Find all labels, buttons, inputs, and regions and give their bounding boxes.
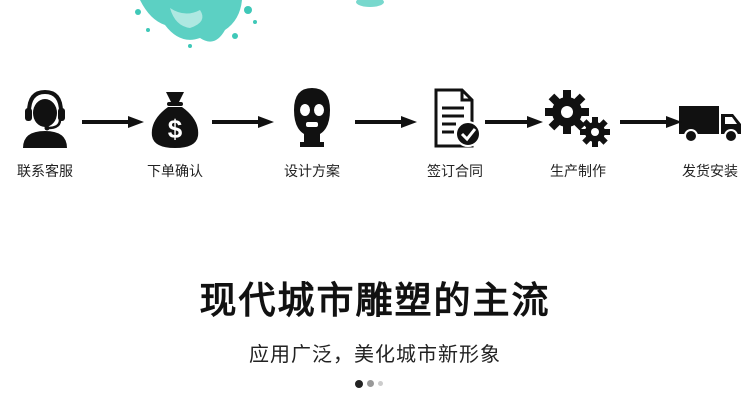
money-bag-icon: $: [151, 92, 199, 148]
carousel-dot-active[interactable]: [355, 380, 363, 388]
process-step-label: 设计方案: [284, 164, 340, 180]
gears-icon: [545, 90, 610, 147]
paint-splash-decoration: [356, 0, 384, 7]
process-step-label: 下单确认: [147, 164, 203, 180]
subheadline: 应用广泛，美化城市新形象: [249, 342, 501, 366]
process-step-label: 联系客服: [17, 164, 73, 180]
paint-splash-decoration: [135, 0, 257, 48]
contract-document-icon: [434, 88, 481, 148]
svg-text:$: $: [168, 114, 183, 144]
arrow-right-icon: [82, 116, 144, 128]
carousel-dot[interactable]: [367, 380, 374, 387]
carousel-dot[interactable]: [378, 381, 383, 386]
delivery-truck-icon: [679, 106, 741, 143]
process-step-order: $ 下单确认: [135, 86, 215, 196]
process-step-contact: 联系客服: [5, 86, 85, 196]
process-step-label: 生产制作: [550, 164, 606, 180]
process-step-label: 签订合同: [427, 164, 483, 180]
carousel-indicator: [355, 379, 395, 389]
process-step-contract: 签订合同: [415, 86, 495, 196]
customer-service-icon: [23, 89, 67, 148]
arrow-right-icon: [620, 116, 682, 128]
sculpture-head-icon: [294, 88, 330, 147]
arrow-right-icon: [212, 116, 274, 128]
process-step-design: 设计方案: [272, 86, 352, 196]
process-step-production: 生产制作: [538, 86, 618, 196]
headline: 现代城市雕塑的主流: [199, 279, 551, 322]
arrow-right-icon: [485, 116, 543, 128]
process-step-label: 发货安装: [682, 164, 738, 180]
process-step-delivery: 发货安装: [670, 86, 750, 196]
arrow-right-icon: [355, 116, 417, 128]
